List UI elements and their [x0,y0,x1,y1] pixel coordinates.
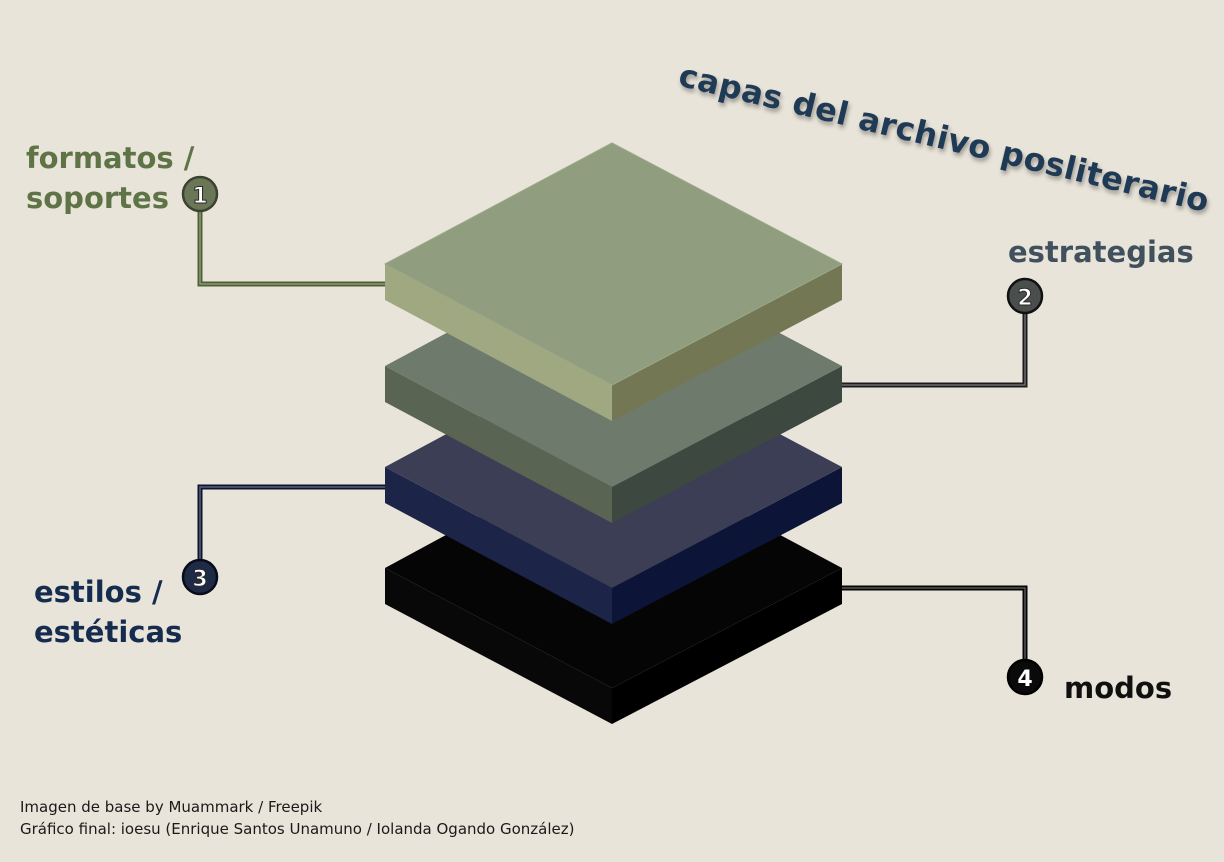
connector-4 [842,585,1028,660]
layer-4-label: modos [1064,668,1172,708]
svg-text:2: 2 [1017,286,1032,311]
layer-1-label: formatos / soportes [26,138,194,218]
connector-1-inner [199,210,385,285]
layer-1-label-line1: formatos / [26,141,195,175]
layer-3-label: estilos / estéticas [34,572,182,652]
layer-1-slab [383,142,844,421]
badge-3: 3 [181,558,219,596]
connector-4-inner [842,587,1026,660]
credits-line-2: Gráfico final: ioesu (Enrique Santos Una… [20,820,575,838]
layer-1-label-line2: soportes [26,181,169,215]
layer-2-label-line1: estrategias [1008,235,1194,269]
badge-2: 2 [1006,277,1044,315]
svg-text:4: 4 [1017,667,1032,692]
svg-text:3: 3 [192,567,207,592]
layer-2-label: estrategias [1008,232,1194,272]
credits: Imagen de base by Muammark / Freepik Grá… [20,796,575,840]
badge-1: 1 [181,175,219,213]
layer-4-label-line1: modos [1064,671,1173,705]
connector-1 [197,210,385,287]
credits-line-1: Imagen de base by Muammark / Freepik [20,798,323,816]
connector-2-inner [842,312,1026,386]
svg-text:1: 1 [192,184,207,209]
badge-4: 4 [1006,658,1044,696]
connector-3-inner [199,486,385,560]
connector-3 [197,484,385,560]
layer-3-label-line2: estéticas [34,615,183,649]
layer-3-label-line1: estilos / [34,575,163,609]
connector-2 [842,312,1028,388]
